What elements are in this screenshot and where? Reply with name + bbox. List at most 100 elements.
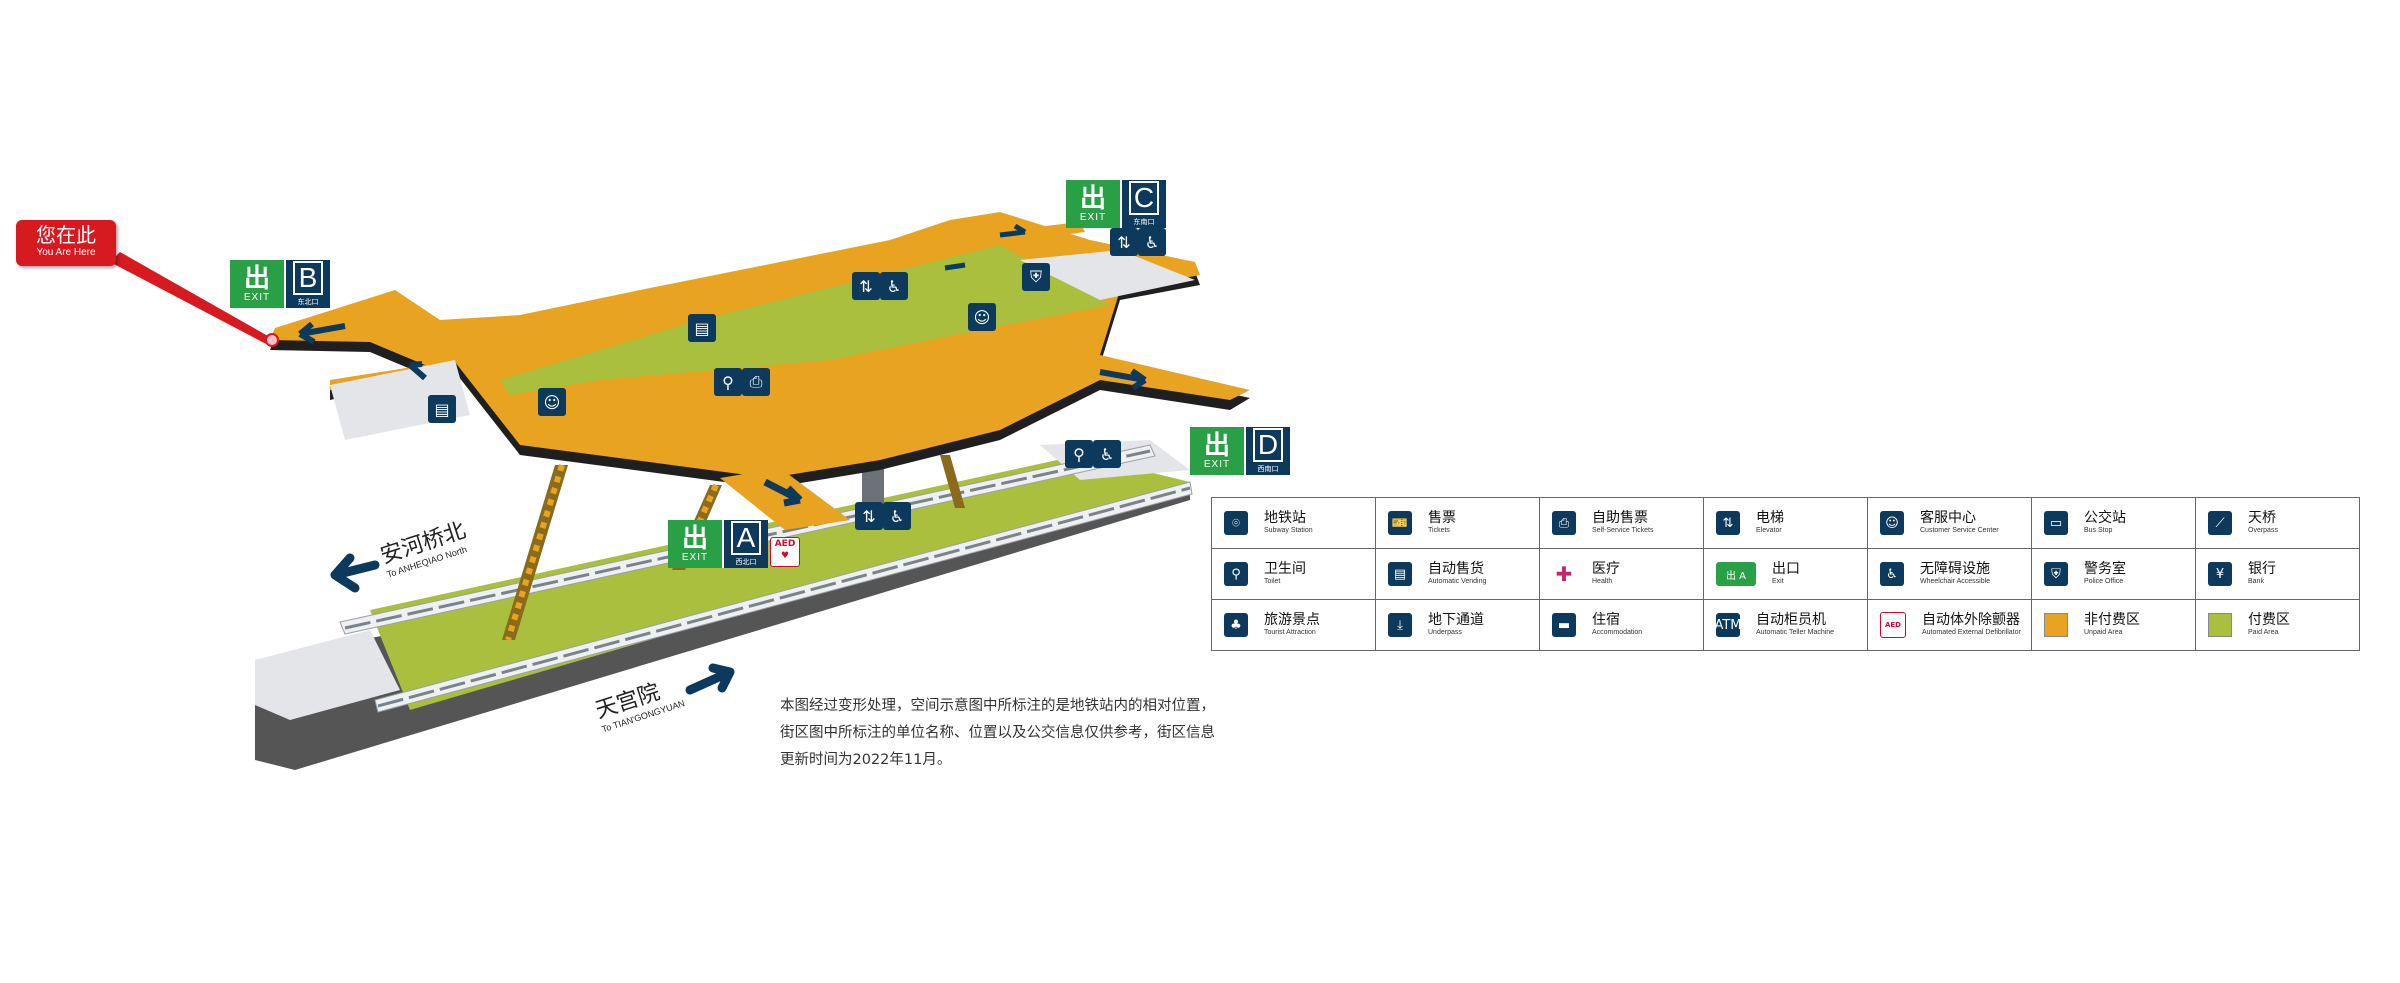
legend-label-en: Tourist Attraction [1264, 629, 1316, 636]
elevator-icon: ⇅ [1716, 511, 1740, 535]
legend-label-zh: 旅游景点 [1264, 612, 1320, 628]
legend-label-zh: 警务室 [2084, 561, 2126, 577]
wheelchair-icon: ♿ [883, 502, 911, 530]
toilet-icon: ⚲ [1065, 440, 1093, 468]
exit-b-sign[interactable]: 出 EXIT B 东北口 [230, 260, 330, 308]
wheelchair-icon: ♿ [1138, 228, 1166, 256]
platform-gray-end [255, 630, 400, 720]
exit-a-letter: A [731, 521, 761, 555]
exit-a-word: EXIT [681, 551, 709, 563]
exit-a-dir: 西北口 [735, 558, 757, 566]
exit-d-word: EXIT [1203, 458, 1231, 470]
you-are-here-tag: 您在此 You Are Here [16, 220, 116, 266]
legend-label-zh: 自动售货 [1428, 561, 1484, 577]
arrow-exit-b [298, 321, 346, 345]
legend-label-en: Paid Area [2248, 629, 2279, 636]
exit-d-sign[interactable]: 出 EXIT D 西南口 [1190, 427, 1290, 475]
exit-b-word: EXIT [243, 291, 271, 303]
legend-label-zh: 地铁站 [1264, 510, 1306, 526]
legend-label-en: Automated External Defibrillator [1922, 629, 2021, 636]
legend-label-en: Police Office [2084, 578, 2124, 585]
bank-icon: ¥ [2208, 562, 2232, 586]
exit-d-letter-box: D 西南口 [1244, 427, 1290, 475]
health-icon: ✚ [1552, 562, 1576, 586]
exit-icon: 出 A [1716, 562, 1756, 586]
legend-label-en: Bus Stop [2084, 527, 2113, 534]
exit-c-word: EXIT [1079, 211, 1107, 223]
tourist-icon: ♣ [1224, 613, 1248, 637]
train-window-strip-north [344, 449, 1151, 630]
exit-d-green: 出 EXIT [1190, 427, 1244, 475]
legend-label-zh: 售票 [1428, 510, 1456, 526]
arrow-north-passage [408, 361, 427, 381]
arrow-c-upper [944, 262, 966, 271]
toilet-icon: ⚲ [1224, 562, 1248, 586]
exit-d-glyph: 出 [1203, 430, 1230, 461]
concourse-level [270, 212, 1250, 530]
exit-b-letter-box: B 东北口 [284, 260, 330, 308]
legend-label-zh: 卫生间 [1264, 561, 1306, 577]
legend-label-zh: 医疗 [1592, 561, 1620, 577]
legend-label-en: Accommodation [1592, 629, 1643, 636]
service-center-icon: ☺ [968, 303, 996, 331]
legend-label-en: Self-Service Tickets [1592, 527, 1654, 534]
legend-label-zh: 无障碍设施 [1920, 561, 1990, 577]
underpass-icon: ⤓ [1388, 613, 1412, 637]
legend-label-zh: 住宿 [1592, 612, 1620, 628]
legend-label-zh: 天桥 [2248, 510, 2276, 526]
legend-label-en: Tickets [1428, 527, 1450, 534]
exit-a-sign[interactable]: 出 EXIT A 西北口 [668, 520, 768, 568]
exit-b-glyph: 出 [243, 263, 270, 294]
exit-a-glyph: 出 [681, 523, 708, 554]
legend-label-zh: 非付费区 [2084, 612, 2140, 628]
elevator-icon: ⇅ [852, 272, 880, 300]
arrow-exit-a [763, 478, 803, 507]
police-icon: ⛨ [2044, 562, 2068, 586]
subway-icon: ⌾ [1224, 511, 1248, 535]
exit-c-sign[interactable]: 出 EXIT C 东南口 [1066, 180, 1166, 228]
police-icon: ⛨ [1022, 263, 1050, 291]
legend-swatch [2044, 613, 2068, 637]
legend-label-zh: 公交站 [2084, 510, 2126, 526]
escalator-3 [940, 455, 965, 508]
overpass-icon: ⟋ [2208, 511, 2232, 535]
accommodation-icon: ▬ [1552, 613, 1576, 637]
you-are-here-dot [265, 333, 279, 347]
legend-label-en: Health [1592, 578, 1613, 585]
you-are-here-en: You Are Here [36, 247, 96, 258]
exit-c-letter: C [1129, 181, 1159, 215]
